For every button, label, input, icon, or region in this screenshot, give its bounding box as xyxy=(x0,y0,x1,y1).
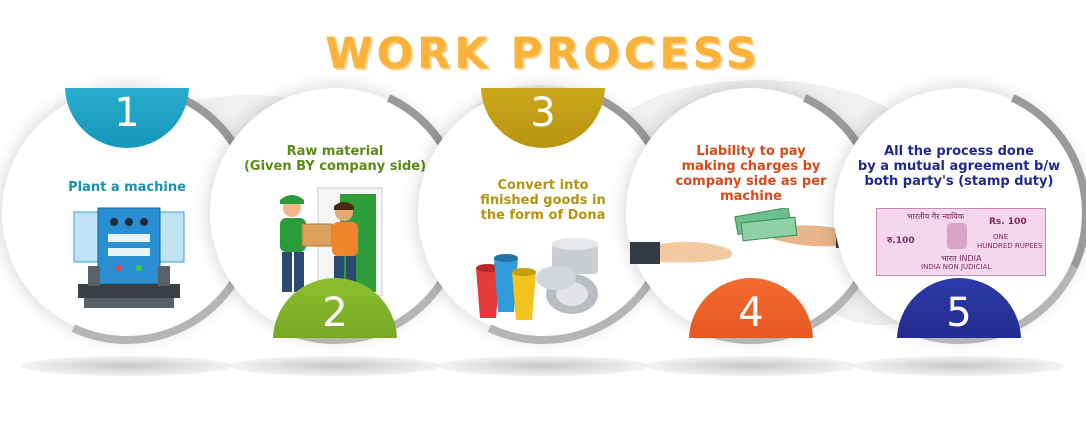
step-3-number-badge: 3 xyxy=(481,88,605,148)
stamp-amount: Rs. 100 xyxy=(989,217,1027,227)
step-4-label-line: Liability to pay xyxy=(696,144,806,159)
step-1-shadow xyxy=(22,356,232,376)
step-5-label-line: All the process done xyxy=(884,144,1034,159)
machine-icon xyxy=(73,207,185,308)
step-1-number: 1 xyxy=(114,90,140,136)
step-4-label: Liability to pay making charges by compa… xyxy=(641,144,861,204)
step-4-shadow xyxy=(646,356,856,376)
step-2-label-line: (Given BY company side) xyxy=(243,159,427,174)
stamp-one: ONE xyxy=(993,233,1009,241)
stamp-paper-icon: भारतीय गैर न्यायिक Rs. 100 रु.100 ONE HU… xyxy=(876,208,1046,276)
step-3-label-line: the form of Dona xyxy=(480,208,606,223)
stamp-country-en: INDIA xyxy=(959,254,982,263)
step-1-label: Plant a machine xyxy=(17,180,237,195)
step-4-label-line: making charges by xyxy=(681,159,821,174)
step-1: 1 Plant a machine xyxy=(0,45,295,381)
step-3-label-line: Convert into xyxy=(497,178,589,193)
stamp-hundred: HUNDRED RUPEES xyxy=(977,242,1043,250)
step-2-number: 2 xyxy=(322,290,348,336)
step-5-shadow xyxy=(854,356,1064,376)
step-3-label: Convert into finished goods in the form … xyxy=(433,178,653,223)
step-1-label-line: Plant a machine xyxy=(68,180,186,195)
step-5-number: 5 xyxy=(946,290,972,336)
stamp-non-judicial: INDIA NON JUDICIAL xyxy=(921,263,992,271)
step-2-label-line: Raw material xyxy=(286,144,384,159)
step-2-shadow xyxy=(230,356,440,376)
step-1-number-badge: 1 xyxy=(65,88,189,148)
step-2-number-badge: 2 xyxy=(273,278,397,338)
stamp-amount-local: रु.100 xyxy=(887,236,915,246)
step-2-label: Raw material (Given BY company side) xyxy=(225,144,445,174)
step-5-label-line: by a mutual agreement b/w xyxy=(857,159,1061,174)
stamp-country-local: भारत xyxy=(941,254,957,263)
page-title: WORK PROCESS xyxy=(325,29,761,79)
step-4-number-badge: 4 xyxy=(689,278,813,338)
step-3-shadow xyxy=(438,356,648,376)
stamp-top-text: भारतीय गैर न्यायिक xyxy=(907,212,965,221)
cups-icon xyxy=(476,238,598,320)
step-3-label-line: finished goods in xyxy=(480,193,606,208)
step-5-label: All the process done by a mutual agreeme… xyxy=(849,144,1069,189)
stamp-country: भारत INDIA xyxy=(941,253,981,264)
step-4-number: 4 xyxy=(738,290,764,336)
payment-icon xyxy=(630,208,864,264)
step-4-label-line: machine xyxy=(720,189,782,204)
emblem-icon xyxy=(947,223,967,249)
step-5-number-badge: 5 xyxy=(897,278,1021,338)
step-4-label-line: company side as per xyxy=(675,174,827,189)
step-5: All the process done by a mutual agreeme… xyxy=(791,45,1086,381)
step-3: 3 Convert into finished goods in the for… xyxy=(375,45,711,381)
step-3-number: 3 xyxy=(530,90,556,136)
step-5-label-line: both party's (stamp duty) xyxy=(864,174,1054,189)
delivery-icon xyxy=(280,187,383,297)
